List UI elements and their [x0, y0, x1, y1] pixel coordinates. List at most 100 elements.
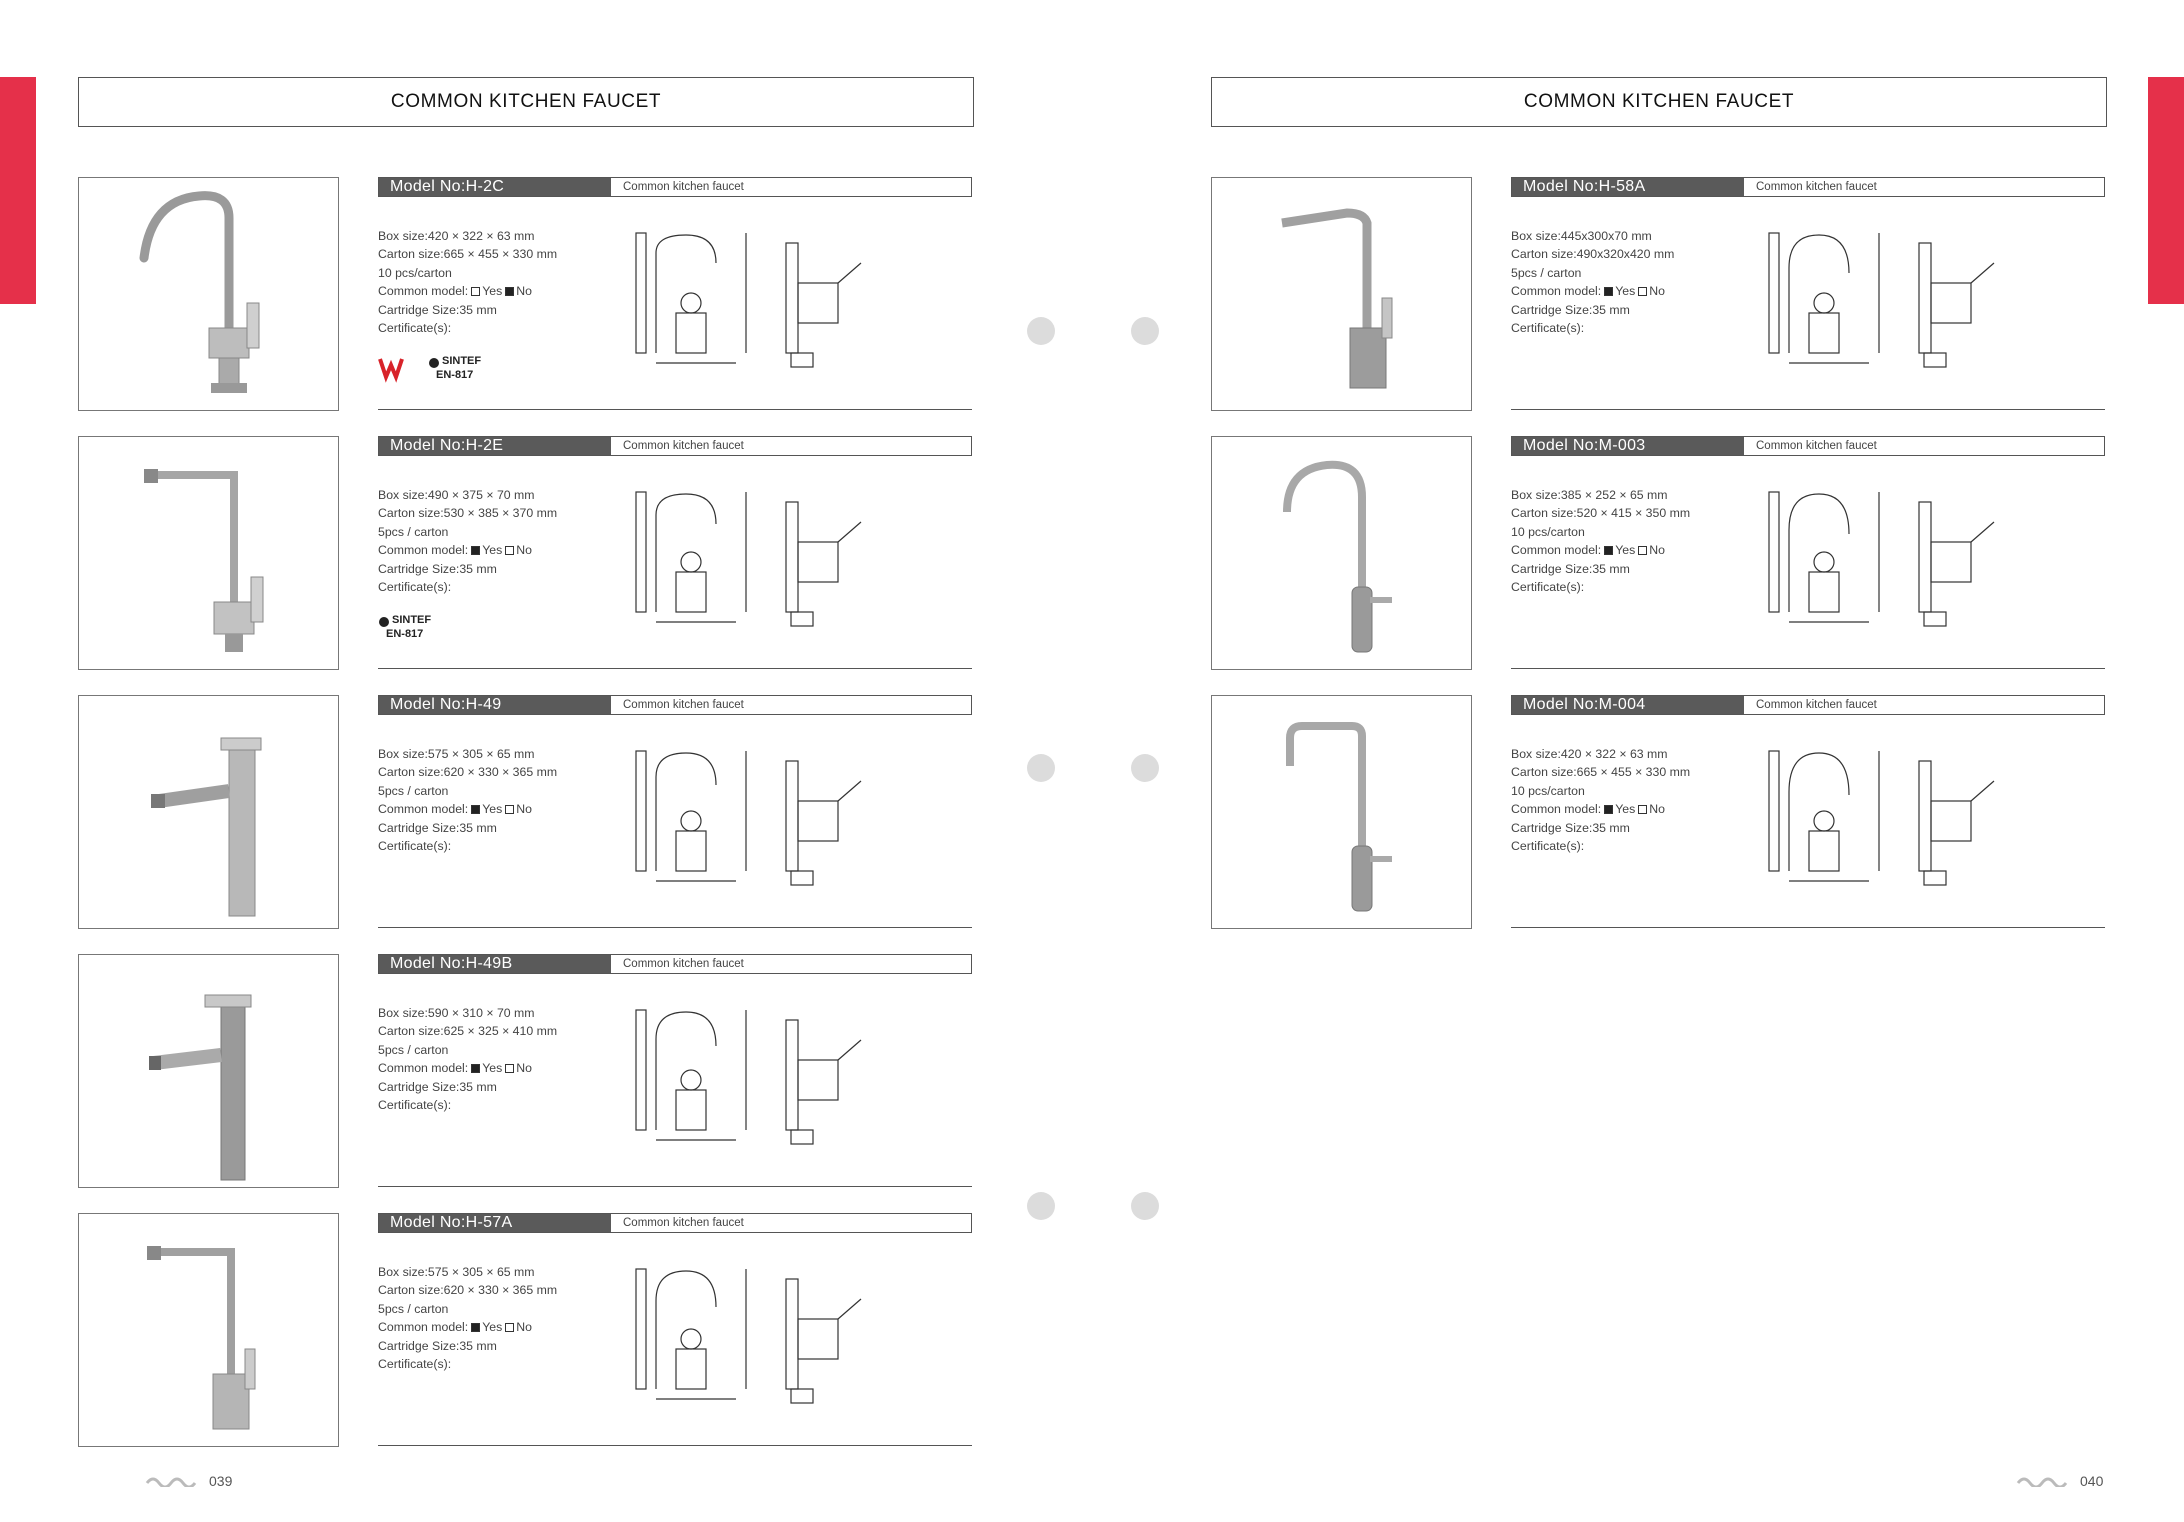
- handle-line: [1970, 521, 1995, 543]
- product-card: Model No:H-49B Common kitchen faucet Box…: [78, 954, 983, 1190]
- carton-size: Carton size:665 × 455 × 330 mm: [378, 247, 558, 262]
- carton-size: Carton size:665 × 455 × 330 mm: [1511, 765, 1691, 780]
- product-type: Common kitchen faucet: [623, 440, 744, 452]
- cert-label: SINTEF: [442, 355, 482, 367]
- faucet-illustration: [149, 994, 252, 1181]
- packing: 5pcs / carton: [1511, 265, 1582, 280]
- faucet-part: [211, 383, 247, 393]
- body-outline: [675, 312, 707, 354]
- handle-outline: [680, 810, 702, 832]
- base-outline: [790, 611, 814, 627]
- product-header-bar: Model No:M-003 Common kitchen faucet: [1511, 436, 2105, 456]
- model-number: Model No:H-58A: [1512, 178, 1744, 196]
- no-label: No: [516, 1320, 533, 1335]
- front-view-outline: [1918, 242, 1932, 354]
- faucet-part: [1381, 297, 1393, 339]
- cert-standard: EN-817: [436, 369, 474, 381]
- divider-dot: [1131, 1192, 1159, 1220]
- brand-wave-icon: [145, 1477, 197, 1487]
- certificates: Certificate(s):: [378, 1357, 452, 1372]
- handle-outline: [1813, 292, 1835, 314]
- front-view-body: [1930, 800, 1972, 842]
- technical-drawing: [635, 1009, 862, 1145]
- carton-size: Carton size:490x320x420 mm: [1511, 247, 1675, 262]
- no-checkbox: [1638, 546, 1648, 556]
- product-info: Model No:H-49B Common kitchen faucet Box…: [378, 954, 972, 1188]
- cert-logo-group: [379, 617, 389, 627]
- divider-rule: [378, 927, 972, 929]
- cert-standard: EN-817: [386, 628, 424, 640]
- no-label: No: [1649, 284, 1666, 299]
- product-info: Model No:M-004 Common kitchen faucet Box…: [1511, 695, 2105, 929]
- faucet-part: [220, 737, 262, 751]
- front-view-outline: [1918, 501, 1932, 613]
- handle-outline: [680, 1069, 702, 1091]
- product-photo: [1211, 695, 1472, 929]
- footer-left: 039: [145, 1473, 232, 1489]
- body-outline: [675, 1089, 707, 1131]
- dimension-bar: [1768, 750, 1780, 872]
- spec-list: Box size:445x300x70 mm Carton size:490x3…: [1511, 227, 1741, 337]
- product-card: Model No:M-003 Common kitchen faucet Box…: [1211, 436, 2116, 672]
- faucet-part: [147, 1246, 161, 1260]
- spec-list: Box size:590 × 310 × 70 mm Carton size:6…: [378, 1004, 608, 1114]
- faucet-part: [1281, 208, 1372, 348]
- divider-rule: [1511, 668, 2105, 670]
- no-label: No: [516, 284, 533, 299]
- product-info: Model No:H-2E Common kitchen faucet Box …: [378, 436, 972, 670]
- box-size: Box size:590 × 310 × 70 mm: [378, 1006, 535, 1020]
- product-card: Model No:H-58A Common kitchen faucet Box…: [1211, 177, 2116, 413]
- base-outline: [1923, 352, 1947, 368]
- faucet-part: [220, 994, 246, 1181]
- base-outline: [790, 870, 814, 886]
- faucet-part: [213, 601, 255, 635]
- spec-list: Box size:575 × 305 × 65 mm Carton size:6…: [378, 745, 608, 855]
- faucet-part: [139, 191, 234, 333]
- common-model-label: Common model:: [378, 802, 469, 817]
- divider-dot: [1131, 754, 1159, 782]
- spout-outline: [655, 234, 717, 353]
- handle-outline: [680, 551, 702, 573]
- spout-outline: [655, 1270, 717, 1389]
- carton-size: Carton size:620 × 330 × 365 mm: [378, 765, 558, 780]
- product-card: Model No:M-004 Common kitchen faucet Box…: [1211, 695, 2116, 931]
- carton-size: Carton size:530 × 385 × 370 mm: [378, 506, 558, 521]
- certificates: Certificate(s):: [1511, 580, 1585, 595]
- divider-rule: [1511, 409, 2105, 411]
- no-label: No: [516, 802, 533, 817]
- handle-line: [1970, 262, 1995, 284]
- product-header-bar: Model No:H-49B Common kitchen faucet: [378, 954, 972, 974]
- yes-label: Yes: [1615, 284, 1636, 299]
- yes-label: Yes: [482, 284, 503, 299]
- handle-line: [837, 521, 862, 543]
- front-view-outline: [785, 501, 799, 613]
- model-number: Model No:H-49B: [379, 955, 611, 973]
- no-checkbox: [1638, 805, 1648, 815]
- no-checkbox: [505, 805, 515, 815]
- body-outline: [1808, 830, 1840, 872]
- common-model-label: Common model:: [378, 1320, 469, 1335]
- dimension-bar: [635, 491, 647, 613]
- certification-logos: [1511, 614, 1651, 646]
- no-label: No: [516, 1061, 533, 1076]
- faucet-illustration: [144, 469, 264, 652]
- product-header-bar: Model No:H-49 Common kitchen faucet: [378, 695, 972, 715]
- product-type: Common kitchen faucet: [1756, 699, 1877, 711]
- yes-label: Yes: [482, 802, 503, 817]
- common-model: Common model: Yes No: [378, 800, 608, 818]
- product-photo: [78, 436, 339, 670]
- base-outline: [1923, 611, 1947, 627]
- faucet-part: [212, 1373, 250, 1430]
- base-outline: [790, 352, 814, 368]
- product-photo: [78, 1213, 339, 1447]
- front-view-body: [797, 800, 839, 842]
- faucet-part: [151, 794, 165, 808]
- product-type: Common kitchen faucet: [623, 699, 744, 711]
- product-photo: [1211, 436, 1472, 670]
- front-view-body: [1930, 541, 1972, 583]
- product-type: Common kitchen faucet: [623, 958, 744, 970]
